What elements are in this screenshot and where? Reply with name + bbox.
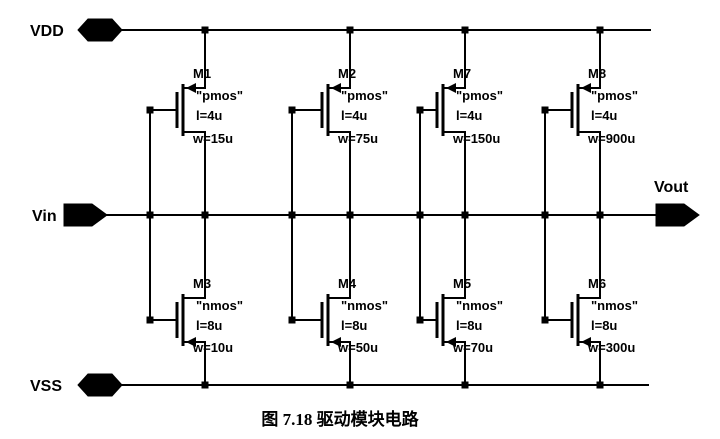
junction-dot bbox=[596, 26, 604, 34]
junction-dot bbox=[596, 211, 604, 219]
junction-dot bbox=[346, 26, 354, 34]
nmos-arrow-icon bbox=[331, 337, 341, 347]
vin-terminal-arrow bbox=[63, 203, 108, 227]
junction-dot bbox=[596, 381, 604, 389]
transistor-length-label: l=4u bbox=[196, 108, 222, 123]
junction-dot bbox=[201, 26, 209, 34]
junction-dot bbox=[416, 316, 424, 324]
transistor-width-label: w=10u bbox=[192, 340, 233, 355]
nmos-arrow-icon bbox=[446, 337, 456, 347]
transistor-type-label: "pmos" bbox=[456, 88, 503, 103]
vout-label: Vout bbox=[654, 179, 689, 196]
junction-dot bbox=[146, 211, 154, 219]
junction-dot bbox=[288, 316, 296, 324]
vin-label: Vin bbox=[32, 208, 57, 225]
transistor-name-label: M5 bbox=[453, 276, 471, 291]
junction-dot bbox=[416, 211, 424, 219]
figure-caption: 图 7.18 驱动模块电路 bbox=[261, 409, 419, 429]
transistor-length-label: l=8u bbox=[196, 318, 222, 333]
transistor-type-label: "nmos" bbox=[196, 298, 243, 313]
transistor-name-label: M8 bbox=[588, 66, 606, 81]
transistor-length-label: l=4u bbox=[341, 108, 367, 123]
transistor-length-label: l=8u bbox=[456, 318, 482, 333]
junction-dot bbox=[346, 381, 354, 389]
transistor-name-label: M6 bbox=[588, 276, 606, 291]
transistor-width-label: w=70u bbox=[452, 340, 493, 355]
transistor-type-label: "nmos" bbox=[591, 298, 638, 313]
pmos-arrow-icon bbox=[186, 83, 196, 93]
transistor-length-label: l=4u bbox=[591, 108, 617, 123]
junction-dot bbox=[201, 211, 209, 219]
junction-dot bbox=[541, 106, 549, 114]
pmos-arrow-icon bbox=[331, 83, 341, 93]
junction-dot bbox=[461, 381, 469, 389]
transistor-width-label: w=15u bbox=[192, 131, 233, 146]
junction-dot bbox=[461, 211, 469, 219]
transistor-name-label: M1 bbox=[193, 66, 211, 81]
transistor-name-label: M4 bbox=[338, 276, 357, 291]
vss-terminal-hexagon bbox=[77, 373, 123, 397]
nmos-arrow-icon bbox=[581, 337, 591, 347]
transistor-width-label: w=75u bbox=[337, 131, 378, 146]
transistor-type-label: "pmos" bbox=[591, 88, 638, 103]
junction-dot bbox=[288, 211, 296, 219]
nmos-arrow-icon bbox=[186, 337, 196, 347]
pmos-arrow-icon bbox=[581, 83, 591, 93]
transistor-width-label: w=150u bbox=[452, 131, 500, 146]
junction-dot bbox=[146, 106, 154, 114]
junction-dot bbox=[288, 106, 296, 114]
transistor-name-label: M2 bbox=[338, 66, 356, 81]
junction-dot bbox=[416, 106, 424, 114]
transistor-width-label: w=300u bbox=[587, 340, 635, 355]
junction-dot bbox=[201, 381, 209, 389]
junction-dot bbox=[541, 316, 549, 324]
junction-dot bbox=[146, 316, 154, 324]
transistor-width-label: w=900u bbox=[587, 131, 635, 146]
transistor-name-label: M3 bbox=[193, 276, 211, 291]
transistor-length-label: l=8u bbox=[341, 318, 367, 333]
transistor-type-label: "pmos" bbox=[196, 88, 243, 103]
transistor-length-label: l=8u bbox=[591, 318, 617, 333]
transistor-width-label: w=50u bbox=[337, 340, 378, 355]
transistor-type-label: "pmos" bbox=[341, 88, 388, 103]
vdd-label: VDD bbox=[30, 23, 64, 40]
pmos-arrow-icon bbox=[446, 83, 456, 93]
transistor-type-label: "nmos" bbox=[456, 298, 503, 313]
transistor-name-label: M7 bbox=[453, 66, 471, 81]
vout-terminal-arrow bbox=[655, 203, 700, 227]
vss-label: VSS bbox=[30, 378, 62, 395]
vdd-terminal-hexagon bbox=[77, 18, 123, 42]
transistor-type-label: "nmos" bbox=[341, 298, 388, 313]
junction-dot bbox=[541, 211, 549, 219]
transistor-length-label: l=4u bbox=[456, 108, 482, 123]
junction-dot bbox=[346, 211, 354, 219]
junction-dot bbox=[461, 26, 469, 34]
